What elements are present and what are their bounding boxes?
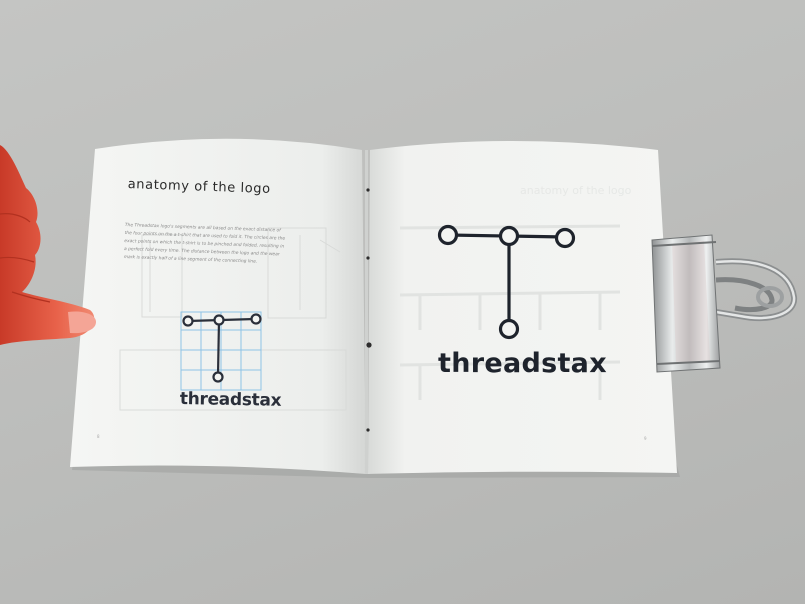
large-wordmark: threadstax [438, 348, 607, 379]
guide-box [180, 311, 262, 391]
hand [0, 145, 96, 345]
binder-clip [651, 234, 797, 373]
binding-stitches [365, 150, 372, 474]
right-page: anatomy of the logo [368, 141, 677, 474]
large-logo-mark [437, 224, 576, 340]
body-paragraph: The Threadstax logo's segments are all b… [123, 222, 286, 266]
svg-text:anatomy of the logo: anatomy of the logo [520, 184, 632, 197]
small-logo-mark [182, 313, 262, 383]
small-wordmark: threadstax [179, 389, 282, 411]
page-number-left: 8 [97, 434, 100, 439]
left-page [70, 138, 366, 474]
page-number-right: 9 [644, 436, 647, 441]
